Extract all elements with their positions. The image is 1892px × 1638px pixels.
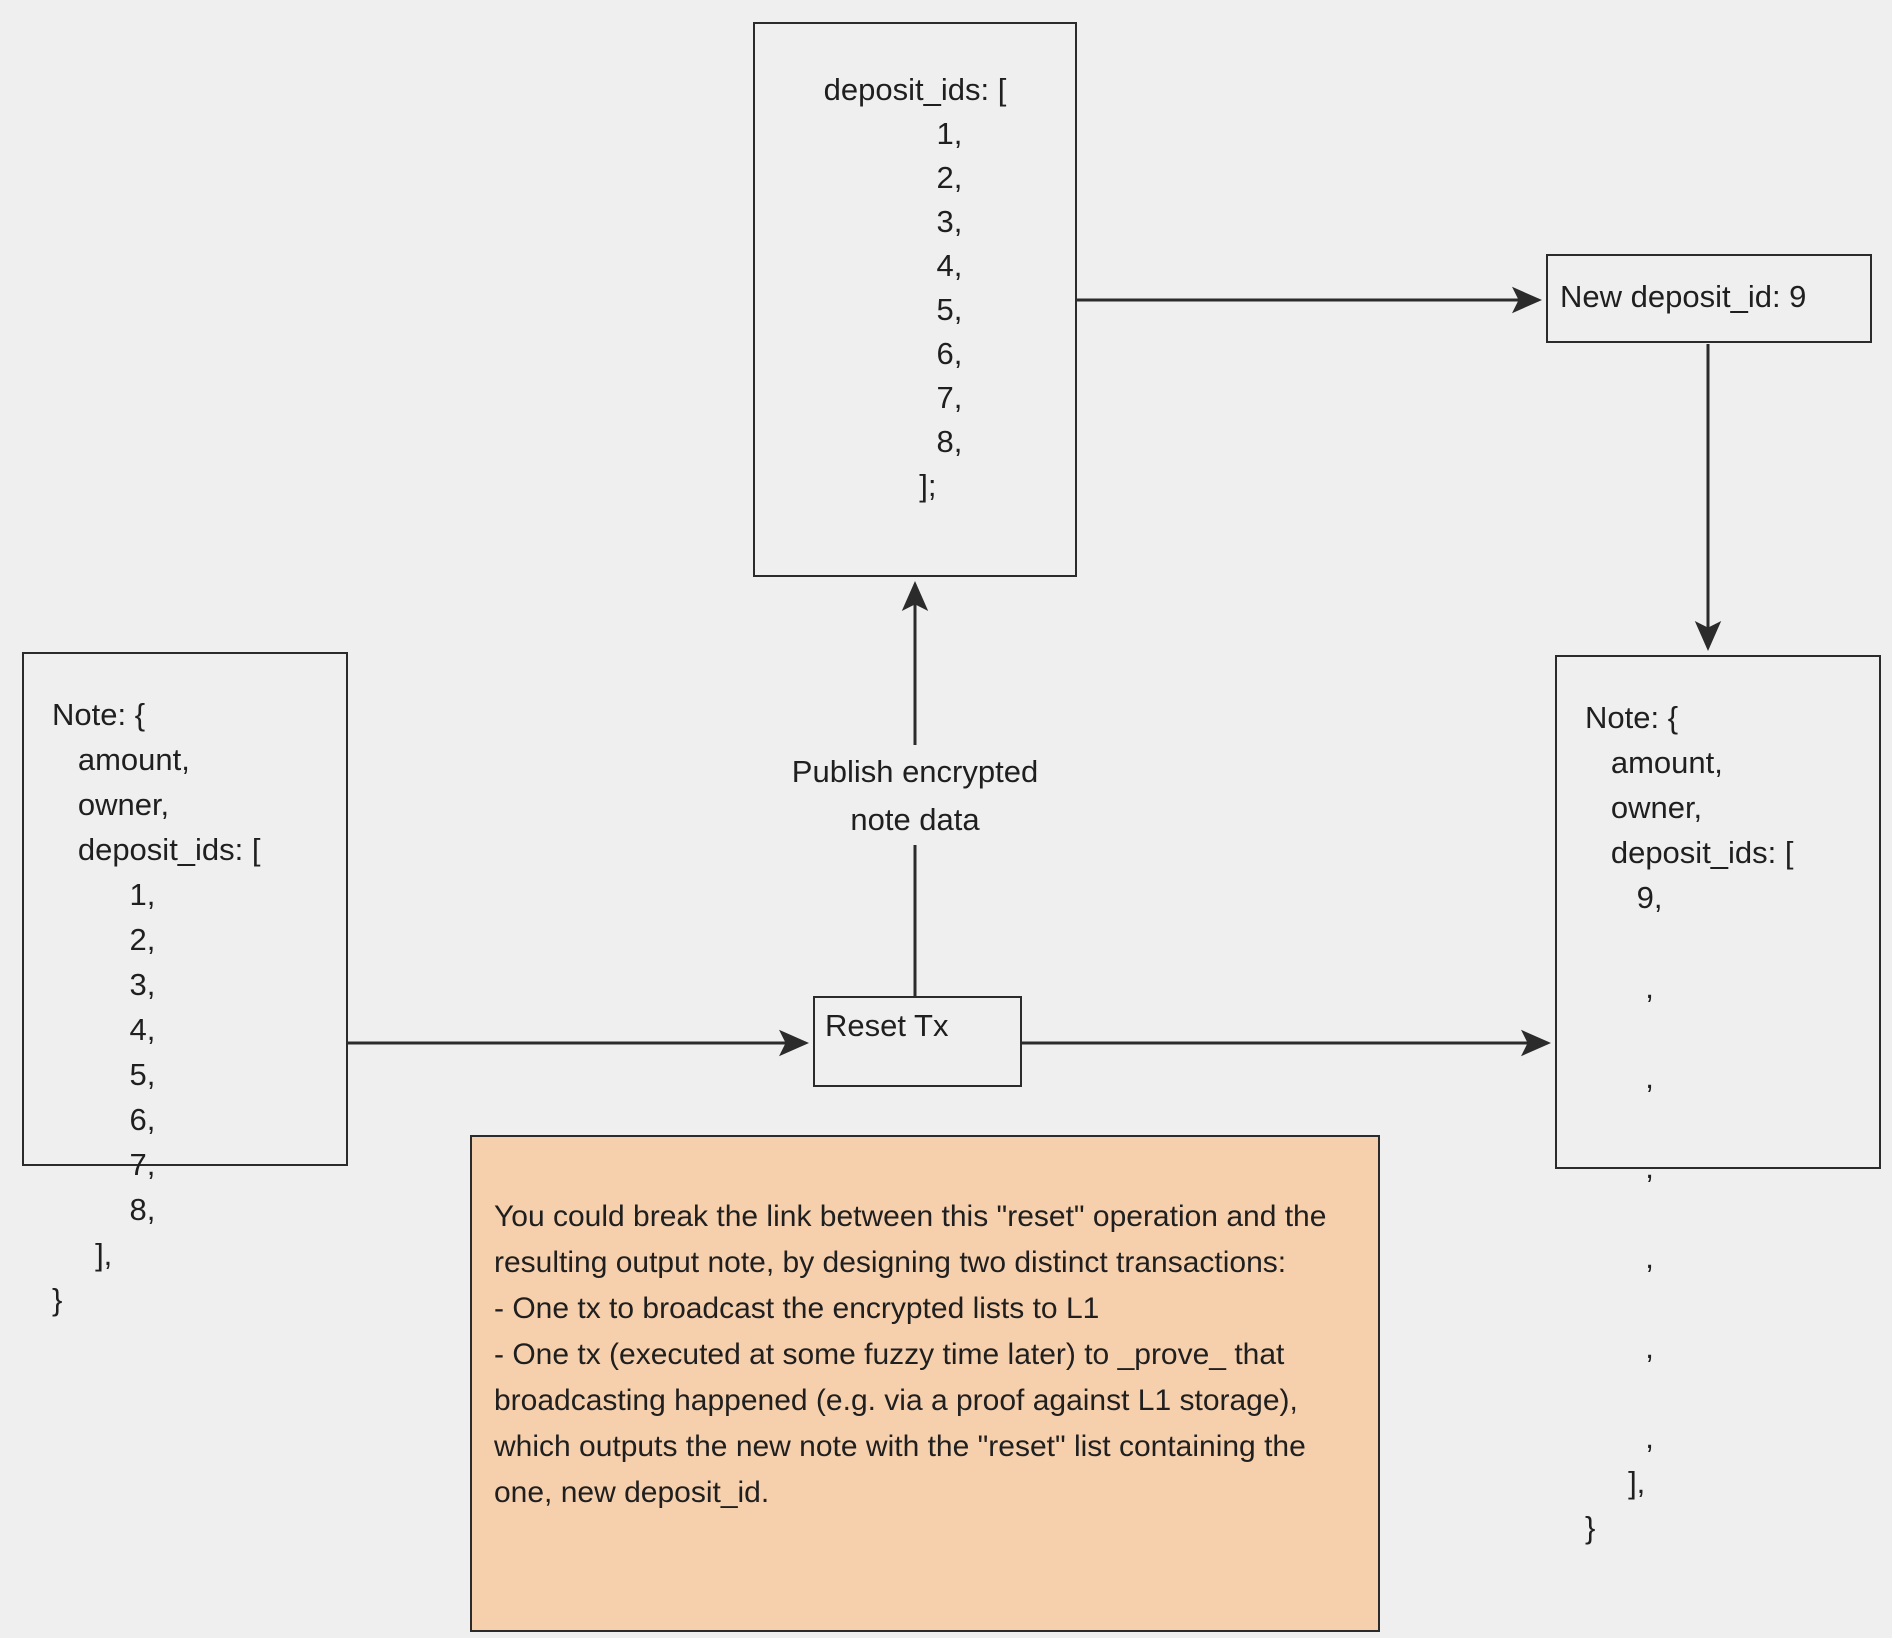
deposit-ids-list-box[interactable]: deposit_ids: [ 1, 2, 3, 4, 5, 6, 7, 8, ]… [753,22,1077,577]
edge-label-publish-encrypted-note-data: Publish encrypted note data [760,748,1070,844]
output-note-text: Note: { amount, owner, deposit_ids: [ 9,… [1585,700,1794,1545]
input-note-text: Note: { amount, owner, deposit_ids: [ 1,… [52,697,261,1317]
new-deposit-id-box[interactable]: New deposit_id: 9 [1546,254,1872,343]
new-deposit-id-text: New deposit_id: 9 [1560,279,1807,314]
input-note-box[interactable]: Note: { amount, owner, deposit_ids: [ 1,… [22,652,348,1317]
reset-tx-box[interactable]: Reset Tx [813,996,1022,1087]
annotation-note[interactable]: You could break the link between this "r… [470,1135,1380,1632]
reset-tx-label: Reset Tx [825,1008,949,1043]
deposit-ids-list-text: deposit_ids: [ 1, 2, 3, 4, 5, 6, 7, 8, ]… [823,72,1007,503]
annotation-text: You could break the link between this "r… [494,1200,1327,1509]
output-note-box[interactable]: Note: { amount, owner, deposit_ids: [ 9,… [1555,655,1881,1545]
